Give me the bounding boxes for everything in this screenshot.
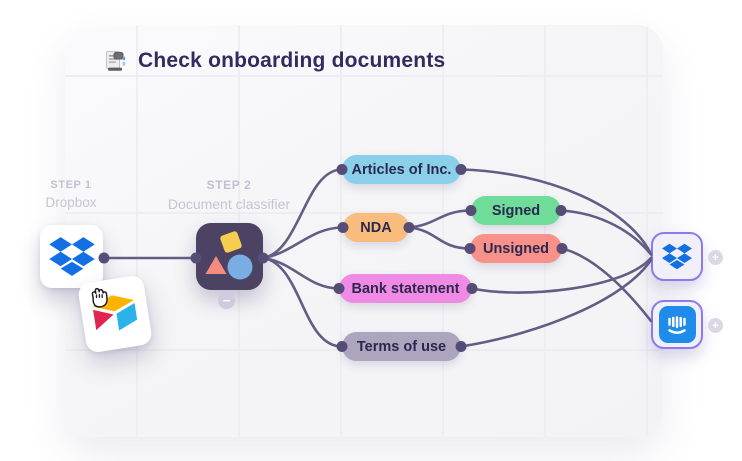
node-document-classifier[interactable] [196,223,263,290]
add-destination-button-dropbox[interactable]: + [708,250,723,265]
pill-signed[interactable]: Signed [471,196,561,225]
node-dropbox-source[interactable] [40,225,103,288]
dropbox-icon [662,243,692,270]
airtable-icon [92,295,138,331]
canvas-header: Check onboarding documents [102,48,445,74]
step2-node-name: Document classifier [167,196,291,212]
pill-unsigned[interactable]: Unsigned [470,234,562,263]
add-destination-button-intercom[interactable]: + [708,318,723,333]
step2-label-block: STEP 2 Document classifier [154,178,304,212]
pill-label: NDA [360,219,392,236]
step2-label: STEP 2 [206,178,252,192]
pill-bank-statement[interactable]: Bank statement [339,274,472,303]
node-dropbox-output[interactable] [651,232,703,281]
pill-articles-of-inc[interactable]: Articles of Inc. [342,155,461,184]
document-icon [106,51,126,71]
intercom-icon [658,306,696,343]
pill-label: Signed [491,202,541,219]
pill-nda[interactable]: NDA [343,213,409,242]
pill-label: Bank statement [351,280,460,297]
pill-label: Terms of use [356,338,447,355]
pill-label: Articles of Inc. [351,161,452,178]
dropbox-icon [48,237,95,276]
airtable-card[interactable] [76,274,154,354]
grab-cursor-icon [91,287,108,308]
step1-label: STEP 1 [50,179,92,191]
node-intercom-output[interactable] [651,300,703,349]
step1-node-name: Dropbox [45,195,97,210]
page-title: Check onboarding documents [138,49,446,72]
classifier-shapes-icon [205,231,253,280]
pill-label: Unsigned [482,240,550,257]
collapse-button[interactable]: − [218,292,235,309]
step1-label-block: STEP 1 Dropbox [21,179,121,210]
pill-terms-of-use[interactable]: Terms of use [342,332,461,361]
